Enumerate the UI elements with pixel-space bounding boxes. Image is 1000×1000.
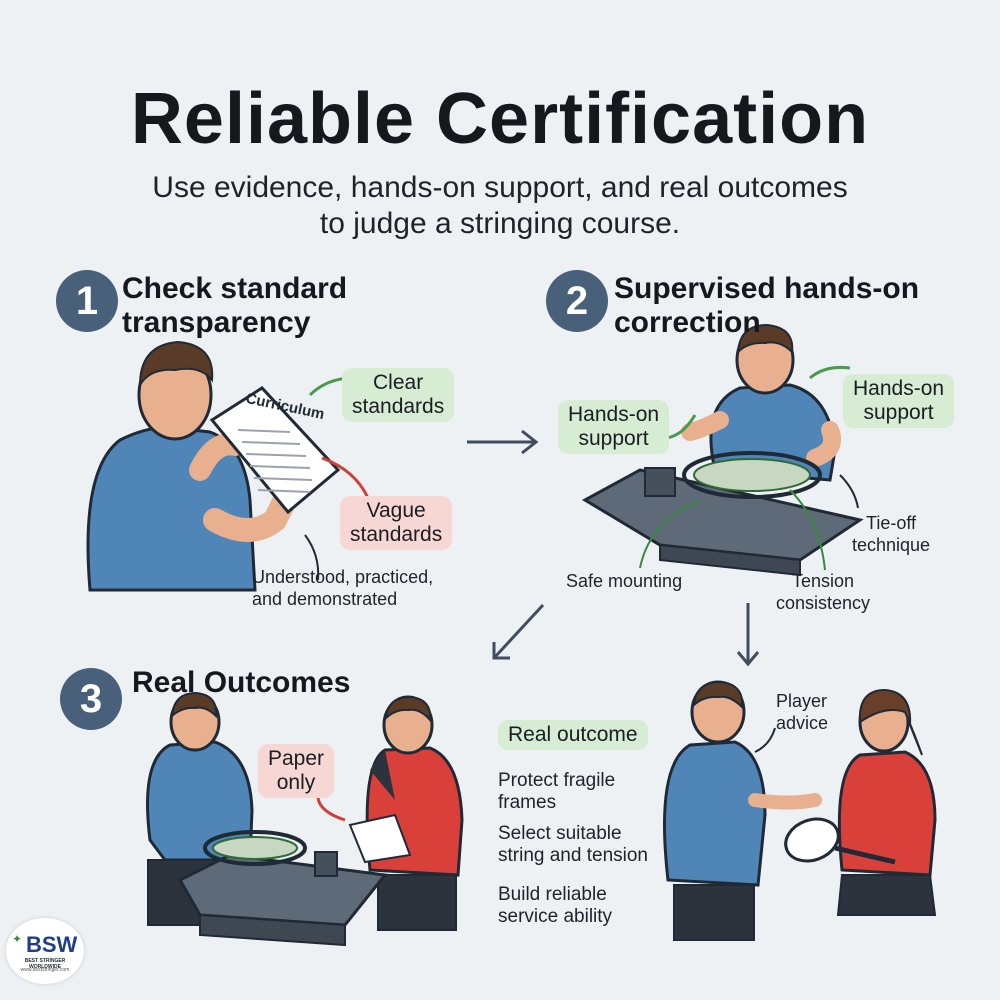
arrow-step2-down (736, 603, 760, 667)
step-2-title-line-1: Supervised hands-on (614, 272, 920, 305)
step-2-title-line-2: correction (614, 306, 761, 339)
step-3-badge: 3 (60, 668, 122, 730)
badminton-racket (784, 817, 896, 865)
tie-off-line-2: technique (852, 535, 931, 555)
step-1-title-line-1: Check standard (122, 272, 348, 305)
outcome-item-2: Select suitable string and tension (498, 823, 648, 867)
hands-on-support-left-line-1: Hands-on (568, 403, 660, 426)
arrow-step1-to-step2 (467, 429, 539, 455)
logo-text: BSW (26, 932, 78, 957)
tension-consistency-line-1: Tension (792, 571, 855, 591)
tie-off-line-1: Tie-off (866, 513, 917, 533)
player-advice-label: Player advice (776, 690, 828, 734)
vague-standards-tag: Vague standards (340, 496, 453, 550)
stringing-machine-step3 (177, 830, 388, 947)
paper-only-line-1: Paper (268, 747, 325, 770)
vague-standards-line-2: standards (350, 523, 443, 546)
step-2-title: Supervised hands-on correction (614, 272, 919, 340)
safe-mounting-label: Safe mounting (566, 571, 683, 591)
vague-standards-line-1: Vague (366, 499, 426, 522)
step-1-note-line-2: and demonstrated (252, 589, 398, 609)
player-advice-line-2: advice (776, 713, 829, 733)
outcome-item-2-line-1: Select suitable (498, 823, 622, 844)
clear-standards-line-1: Clear (373, 371, 424, 394)
outcome-item-2-line-2: string and tension (498, 845, 648, 866)
page-title: Reliable Certification (130, 79, 870, 159)
hands-on-support-right-line-2: support (863, 401, 934, 424)
step-1-title: Check standard transparency (122, 272, 347, 340)
player-advice-line-1: Player (776, 691, 828, 711)
clear-standards-line-2: standards (352, 395, 445, 418)
hands-on-support-left-line-2: support (578, 427, 649, 450)
advisor-person (663, 680, 822, 941)
tie-off-technique-label: Tie-off technique (852, 512, 930, 556)
paper-only-line-2: only (276, 771, 316, 794)
tension-consistency-line-2: consistency (776, 593, 871, 613)
outcome-item-3: Build reliable service ability (498, 884, 612, 928)
stringing-machine-step2 (581, 451, 864, 577)
paper-only-person (348, 695, 464, 931)
logo-shuttle-icon: ✦ (12, 932, 23, 946)
real-outcome-tag: Real outcome (498, 720, 648, 750)
outcome-item-1: Protect fragile frames (498, 770, 615, 814)
person-stringing-racket (681, 323, 842, 482)
subtitle-line-2: to judge a stringing course. (319, 207, 681, 240)
outcome-item-3-line-2: service ability (498, 906, 613, 927)
hands-on-support-tag-left: Hands-on support (558, 400, 670, 454)
outcome-item-1-line-1: Protect fragile (498, 770, 616, 791)
person-reading-curriculum (86, 340, 312, 592)
hands-on-support-tag-right: Hands-on support (843, 374, 955, 428)
player-person (836, 688, 937, 916)
step-1-note-line-1: Understood, practiced, (252, 567, 434, 587)
step-3-title: Real Outcomes (132, 666, 351, 699)
step-1-badge: 1 (56, 270, 118, 332)
clear-standards-tag: Clear standards (342, 368, 455, 422)
arrow-step2-to-step3 (492, 603, 545, 660)
logo-tagline: BEST STRINGER WORLDWIDE (24, 958, 66, 970)
curriculum-document (209, 386, 341, 515)
hands-on-support-right-line-1: Hands-on (853, 377, 945, 400)
logo-url: www.beststringer.com (20, 967, 70, 973)
outcome-item-3-line-1: Build reliable (498, 884, 607, 905)
outcome-item-1-line-2: frames (498, 792, 557, 813)
step-2-badge: 2 (546, 270, 608, 332)
step-1-title-line-2: transparency (122, 306, 311, 339)
tension-consistency-label: Tension consistency (776, 570, 870, 614)
subtitle-line-1: Use evidence, hands-on support, and real… (152, 171, 848, 204)
step-1-note: Understood, practiced, and demonstrated (252, 566, 433, 610)
paper-only-tag: Paper only (258, 744, 335, 798)
bsw-logo: ✦ BSW BEST STRINGER WORLDWIDE www.bestst… (6, 918, 84, 984)
page-subtitle: Use evidence, hands-on support, and real… (0, 170, 1000, 242)
